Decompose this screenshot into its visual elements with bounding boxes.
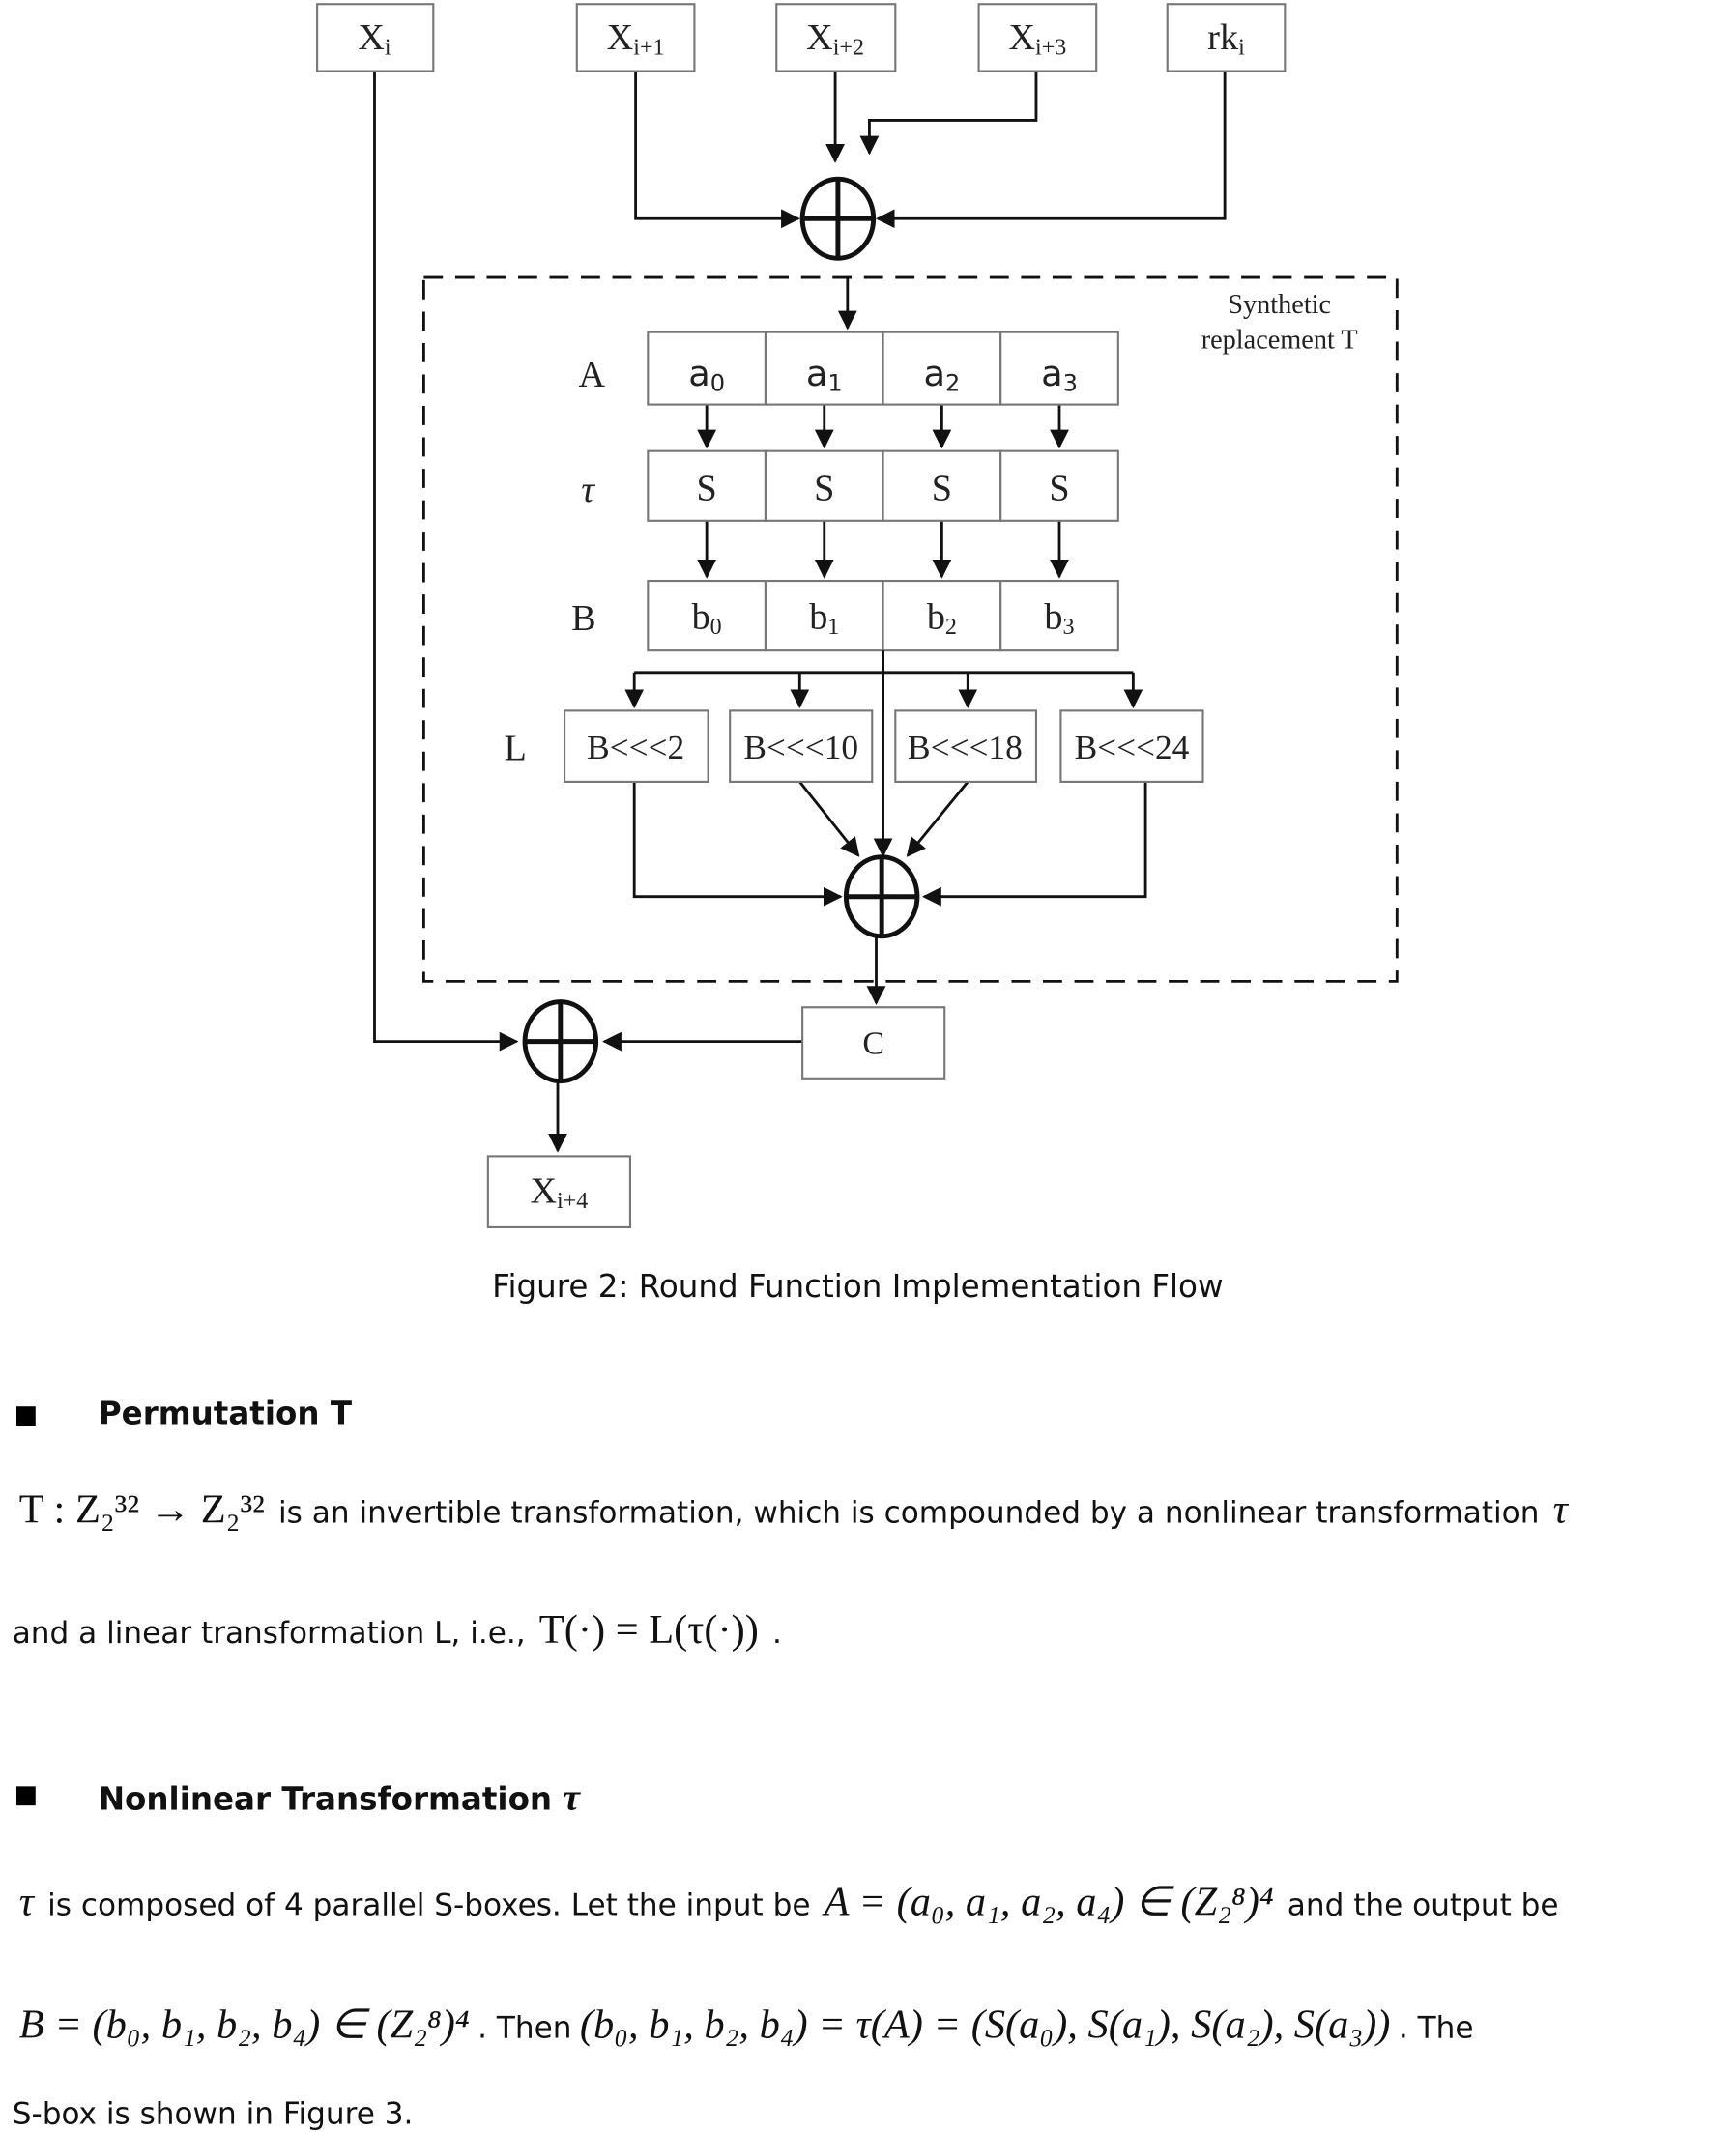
s-box: S [1049, 469, 1069, 509]
row-label-tau: τ [581, 470, 595, 510]
formula: (b₀, b₁, b₂, b₄) = τ(A) = (S(a₀), S(a₁),… [579, 2002, 1391, 2048]
region-label: replacement T [1201, 326, 1358, 356]
b-cell: b0 [692, 597, 722, 641]
region-label: Synthetic [1228, 290, 1331, 320]
rotation-box: B<<<2 [587, 728, 684, 766]
row-label-l: L [504, 728, 526, 768]
a-cell: a1 [806, 353, 843, 397]
xi3-line [859, 71, 1038, 156]
formula: A = (a₀, a₁, a₂, a₄) ∈ (Z₂⁸)⁴ [824, 1879, 1274, 1925]
paragraph-text: is composed of 4 parallel S-boxes. Let t… [47, 1888, 811, 1923]
arrow [906, 781, 969, 857]
paragraph-line: τ is composed of 4 parallel S-boxes. Let… [19, 1878, 1559, 1925]
paragraph-text: and the output be [1287, 1888, 1559, 1923]
rotation-box: B<<<24 [1075, 728, 1190, 766]
paragraph-text: . Then [477, 2011, 572, 2047]
xi-line [373, 71, 519, 1052]
a-cell: a2 [923, 353, 960, 397]
round-function-diagram: Xi Xi+1 Xi+2 Xi+3 rki Synthetic replacem… [316, 3, 1399, 1229]
row-label-a: A [579, 355, 606, 395]
paragraph-line: B = (b₀, b₁, b₂, b₄) ∈ (Z₂⁸)⁴ . Then (b₀… [19, 2001, 1474, 2048]
paragraph-text: . [771, 1616, 782, 1652]
b-cell: b3 [1044, 597, 1074, 641]
section-heading-text: Nonlinear Transformation [98, 1782, 553, 1818]
xor-icon [799, 176, 877, 261]
figure-caption: Figure 2: Round Function Implementation … [492, 1269, 1224, 1306]
rotation-box: B<<<18 [908, 728, 1023, 766]
arrow [632, 781, 843, 907]
tau-symbol: τ [563, 1776, 581, 1820]
input-xi1: Xi+1 [607, 17, 665, 61]
paragraph-line: and a linear transformation L, i.e., T(·… [13, 1607, 782, 1654]
s-box: S [697, 469, 717, 509]
row-label-b: B [571, 598, 595, 639]
xor-icon [522, 999, 599, 1084]
xor-icon [843, 854, 920, 939]
formula: τ [18, 1879, 35, 1925]
paragraph-text: . The [1398, 2011, 1474, 2047]
section-heading: Permutation T [98, 1397, 353, 1433]
bullet-icon [15, 1786, 36, 1806]
rotation-box: B<<<10 [743, 728, 858, 766]
synthetic-replacement-region [421, 275, 1399, 983]
formula: T : Z₂³² → Z₂³² [18, 1486, 265, 1533]
formula: T(·) = L(τ(·)) [538, 1607, 759, 1653]
paragraph-text: S-box is shown in Figure 3. [12, 2097, 414, 2132]
formula: B = (b₀, b₁, b₂, b₄) ∈ (Z₂⁸)⁴ [18, 2002, 470, 2048]
paragraph-line: T : Z₂³² → Z₂³² is an invertible transfo… [19, 1487, 1568, 1534]
s-box: S [814, 469, 834, 509]
output-xi4: Xi+4 [530, 1170, 588, 1214]
paragraph-text: is an invertible transformation, which i… [278, 1496, 1540, 1531]
arrow [798, 781, 860, 857]
rk-line [875, 71, 1227, 229]
input-xi: Xi [358, 17, 391, 61]
a-cell: a0 [688, 353, 725, 397]
bullet-icon [15, 1406, 36, 1426]
arrow [922, 781, 1147, 907]
a-cell: a3 [1041, 353, 1078, 397]
b-cell: b2 [927, 597, 957, 641]
input-xi3: Xi+3 [1008, 17, 1066, 61]
xi1-line [634, 71, 800, 229]
section-heading: Nonlinear Transformation τ [99, 1776, 580, 1820]
formula: τ [1552, 1486, 1568, 1533]
input-rk: rki [1207, 17, 1245, 61]
input-xi2: Xi+2 [806, 17, 864, 61]
c-box: C [862, 1025, 884, 1061]
b-cell: b1 [809, 597, 839, 641]
paragraph-text: and a linear transformation L, i.e., [12, 1616, 526, 1652]
s-box: S [932, 469, 952, 509]
